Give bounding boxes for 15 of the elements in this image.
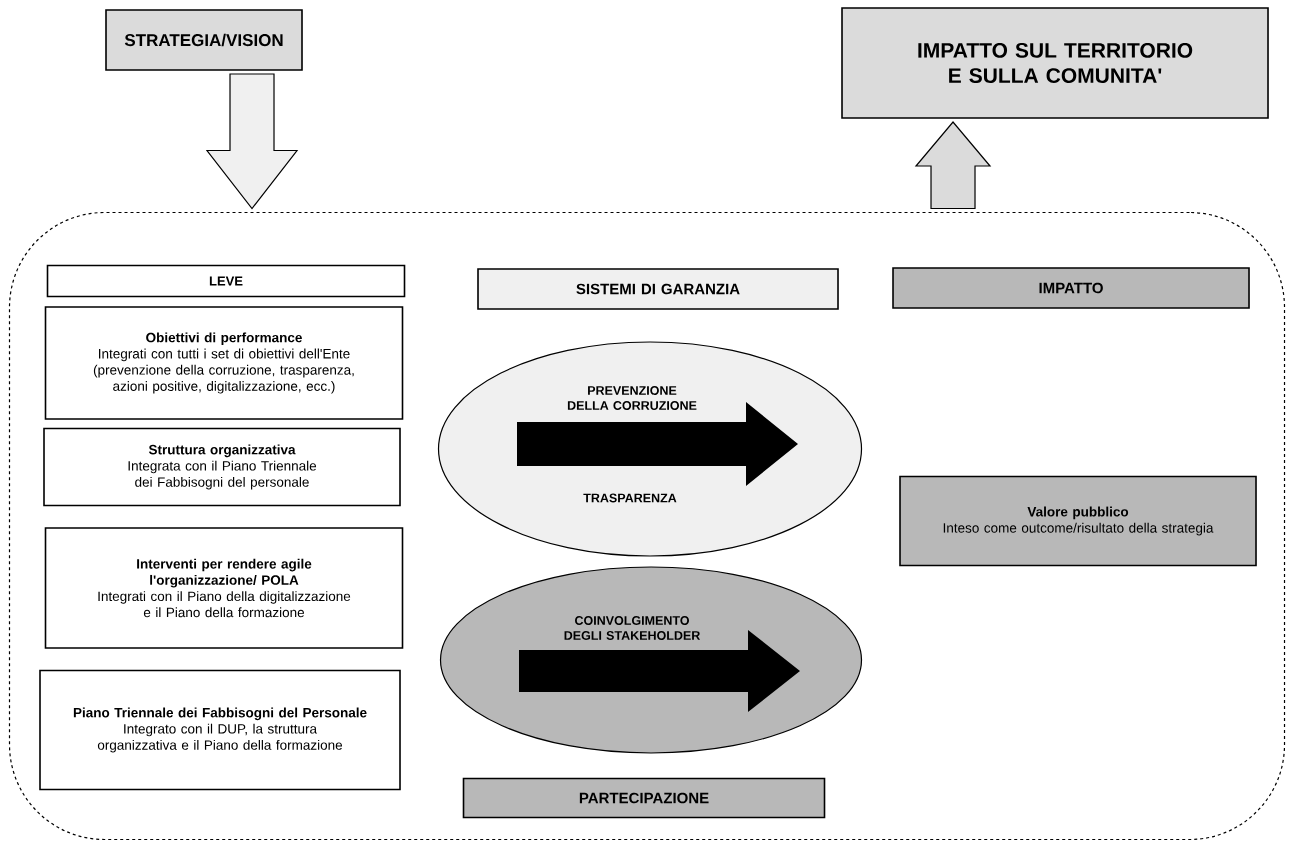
column-header: SISTEMI DI GARANZIA bbox=[477, 268, 839, 310]
node-label: TRASPARENZA bbox=[583, 493, 677, 503]
column-header: IMPATTO bbox=[892, 267, 1250, 309]
lever-box: Obiettivi di performance Integrati con tutti i set di obiettivi dell'Ente (prevenzione della corruzione, trasparenza, azioni positive, digitalizzazione, ecc.) bbox=[44, 306, 404, 420]
block-arrow bbox=[914, 121, 992, 210]
node-label: PREVENZIONE DELLA CORRUZIONE bbox=[567, 386, 697, 410]
heading-box: STRATEGIA/VISION bbox=[105, 9, 303, 71]
column-header: LEVE bbox=[46, 264, 406, 298]
impact-box: Valore pubblico Inteso come outcome/risultato della strategia bbox=[899, 475, 1257, 567]
section-box: PARTECIPAZIONE bbox=[462, 777, 826, 819]
heading-box: IMPATTO SUL TERRITORIO E SULLA COMUNITA' bbox=[841, 7, 1269, 119]
lever-box: Struttura organizzativa Integrata con il Piano Triennale dei Fabbisogni del personale bbox=[43, 427, 401, 507]
lever-box: Piano Triennale dei Fabbisogni del Personale Integrato con il DUP, la struttura organizzativa e il Piano della formazione bbox=[39, 669, 401, 791]
block-arrow bbox=[205, 73, 299, 210]
lever-box: Interventi per rendere agile l'organizzazione/ POLA Integrati con il Piano della digitalizzazione e il Piano della formazione bbox=[44, 527, 404, 649]
